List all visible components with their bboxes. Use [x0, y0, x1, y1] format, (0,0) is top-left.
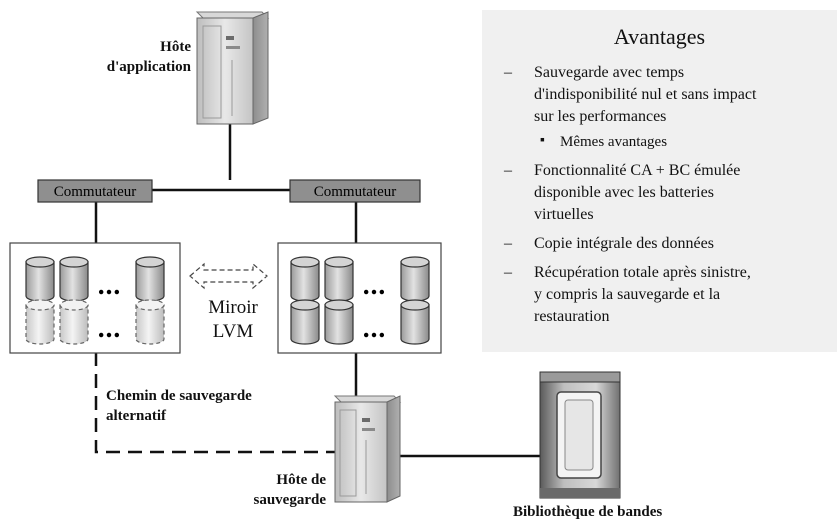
advantage-line: sur les performances: [534, 108, 667, 125]
switch-left: [37, 179, 153, 203]
mirror-disk-icon: [25, 299, 55, 345]
disk-icon: [324, 299, 354, 345]
advantage-line: restauration: [534, 308, 610, 325]
dash-bullet: –: [504, 235, 512, 252]
advantages-panel: Avantages – Sauvegarde avec temps d'indisp…: [482, 10, 837, 352]
advantage-line: Récupération totale après sinistre,: [534, 264, 751, 281]
advantage-item: – Fonctionnalité CA + BC émulée disponible…: [500, 160, 830, 226]
mirror-disk-icon: [135, 299, 165, 345]
disk-icon: [59, 256, 89, 302]
dash-bullet: –: [504, 64, 512, 81]
alternate-path-label: Chemin de sauvegarde alternatif: [106, 388, 252, 424]
advantage-line: Sauvegarde avec temps: [534, 64, 685, 81]
disk-icon: [290, 256, 320, 302]
disk-icon: [400, 256, 430, 302]
advantage-line: disponible avec les batteries: [534, 184, 714, 201]
switch-right-label: Commutateur: [314, 184, 397, 200]
backup-host-label: Hôte de sauvegarde: [253, 472, 327, 508]
app-host-server-icon: [195, 11, 270, 125]
disk-icon: [135, 256, 165, 302]
connections: [94, 124, 540, 458]
advantage-line: virtuelles: [534, 206, 594, 223]
mirror-disk-icon: [59, 299, 89, 345]
ellipsis-mark: …: [362, 271, 386, 300]
advantage-item: – Récupération totale après sinistre, y co…: [500, 262, 830, 328]
square-bullet-icon: ▪: [540, 133, 545, 148]
alternate-backup-path: [94, 352, 335, 454]
advantage-subitem: ▪ Mêmes avantages: [538, 131, 830, 153]
disk-icon: [290, 299, 320, 345]
backup-host-server-icon: [333, 395, 402, 503]
advantage-item: – Copie intégrale des données: [500, 233, 830, 255]
disk-icon: [324, 256, 354, 302]
switch-left-label: Commutateur: [54, 184, 137, 200]
advantage-line: Fonctionnalité CA + BC émulée: [534, 162, 741, 179]
mirror-lvm-label: Miroir LVM: [208, 297, 258, 342]
dash-bullet: –: [504, 264, 512, 281]
ellipsis-mark: …: [97, 314, 121, 343]
tape-library-label: Bibliothèque de bandes: [513, 504, 663, 520]
app-host-label: Hôte d'application: [106, 39, 191, 75]
disk-icon: [400, 299, 430, 345]
advantage-subitem-text: Mêmes avantages: [560, 134, 668, 150]
disk-icon: [25, 256, 55, 302]
advantages-title: Avantages: [613, 24, 706, 49]
advantage-item: – Sauvegarde avec temps d'indisponibilité …: [500, 62, 830, 153]
ellipsis-mark: …: [362, 314, 386, 343]
ellipsis-mark: …: [97, 271, 121, 300]
switch-right: [289, 179, 421, 203]
advantages-list: – Sauvegarde avec temps d'indisponibilité …: [500, 62, 830, 335]
disk-groups: … … … …: [25, 256, 430, 345]
advantage-line: y compris la sauvegarde et la: [534, 286, 721, 303]
tape-library-icon: [539, 371, 621, 499]
advantage-line: d'indisponibilité nul et sans impact: [534, 86, 757, 103]
mirror-arrow-icon: [189, 262, 268, 290]
advantage-line: Copie intégrale des données: [534, 235, 714, 252]
dash-bullet: –: [504, 162, 512, 179]
